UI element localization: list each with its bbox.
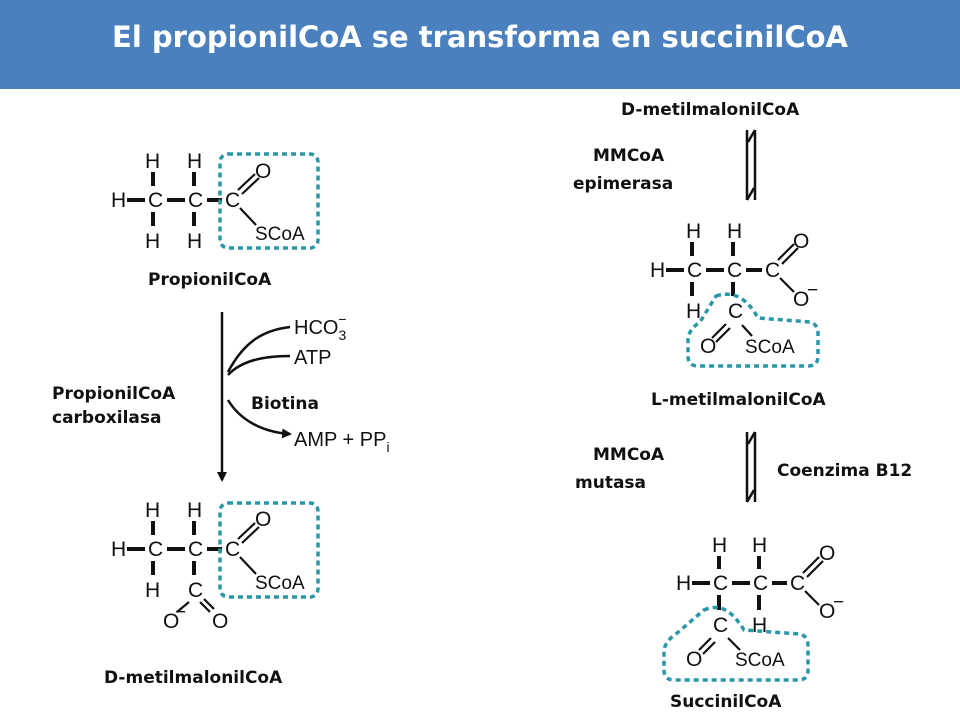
atom-c: C (727, 259, 742, 282)
atom-o: O (819, 542, 835, 565)
propionyl-coa-label: PropionilCoA (148, 270, 272, 290)
atom-h: H (686, 220, 701, 243)
atom-h: H (752, 534, 767, 557)
mutase-label-line1: MMCoA (593, 445, 665, 465)
atom-o: O (793, 230, 809, 253)
mutase-label-line2: mutasa (575, 473, 647, 493)
epimerase-label-line1: MMCoA (593, 146, 665, 166)
atom-o: O (686, 648, 702, 671)
atom-h: H (145, 150, 160, 173)
atom-scoa: SCoA (255, 224, 305, 245)
coa-highlight-box (218, 152, 320, 250)
atom-c: C (188, 579, 203, 602)
atom-o: O (700, 335, 716, 358)
epimerase-label-line2: epimerasa (573, 174, 674, 194)
atom-h: H (187, 150, 202, 173)
atom-c: C (728, 300, 743, 323)
atom-c: C (765, 259, 780, 282)
atom-c: C (225, 189, 240, 212)
atom-c: C (148, 189, 163, 212)
atom-c: C (753, 572, 768, 595)
atom-o: O (255, 160, 271, 183)
l-methylmalonyl-coa-label: L-metilmalonilCoA (651, 390, 826, 410)
atom-c: C (713, 614, 728, 637)
atom-h: H (187, 499, 202, 522)
atom-h: H (111, 189, 126, 212)
charge-minus: − (833, 592, 844, 613)
atom-c: C (713, 572, 728, 595)
atom-h: H (686, 300, 701, 323)
mutase-equilibrium-arrow (745, 431, 757, 503)
atom-o: O (255, 508, 271, 531)
succinyl-coa-structure: H H H C C C C H O O − O SCoA (662, 534, 844, 682)
coenzyme-b12-label: Coenzima B12 (777, 461, 913, 481)
atom-c: C (148, 538, 163, 561)
atom-h: H (145, 579, 160, 602)
carboxylase-arrow: HCO3− ATP AMP + PPi (217, 311, 390, 482)
biotin-label: Biotina (251, 394, 319, 414)
atom-h: H (752, 614, 767, 637)
succinyl-coa-label: SuccinilCoA (670, 692, 782, 712)
slide-title: El propionilCoA se transforma en succini… (112, 20, 848, 54)
d-methylmalonyl-coa-label-left: D-metilmalonilCoA (104, 668, 283, 688)
atom-o: O (212, 610, 228, 633)
atom-h: H (187, 230, 202, 253)
charge-minus: − (807, 280, 818, 301)
atom-c: C (790, 572, 805, 595)
atom-c: C (188, 189, 203, 212)
atom-o-minus: O (163, 610, 179, 633)
amp-ppi-product: AMP + PPi (294, 429, 390, 455)
charge-minus: − (175, 602, 186, 623)
atom-h: H (727, 220, 742, 243)
atom-h: H (145, 499, 160, 522)
d-methylmalonyl-coa-structure-left: H H H C C C H C O − O O SCoA (111, 499, 320, 633)
atom-scoa: SCoA (735, 650, 785, 671)
atom-h: H (111, 538, 126, 561)
carboxylase-label-line2: carboxilasa (52, 408, 162, 428)
d-methylmalonyl-coa-label-top: D-metilmalonilCoA (621, 100, 800, 120)
l-methylmalonyl-coa-structure: H H H C C C H C O O − O SCoA (650, 220, 820, 368)
atom-c: C (225, 538, 240, 561)
atom-scoa: SCoA (255, 573, 305, 594)
atom-h: H (712, 534, 727, 557)
atom-o-minus: O (793, 288, 809, 311)
coa-highlight-box (218, 501, 320, 599)
coa-highlight-box (662, 605, 810, 682)
atom-h: H (650, 259, 665, 282)
carboxylase-label-line1: PropionilCoA (52, 384, 176, 404)
propionyl-coa-structure: H H H C C C H H O SCoA (111, 150, 320, 253)
atom-h: H (145, 230, 160, 253)
atom-scoa: SCoA (745, 337, 795, 358)
title-banner: El propionilCoA se transforma en succini… (0, 0, 960, 89)
atp-reagent: ATP (294, 347, 331, 369)
epimerase-equilibrium-arrow (745, 129, 757, 201)
bicarbonate-reagent: HCO3− (294, 311, 346, 343)
atom-h: H (676, 572, 691, 595)
atom-c: C (188, 538, 203, 561)
atom-c: C (687, 259, 702, 282)
atom-o-minus: O (819, 600, 835, 623)
